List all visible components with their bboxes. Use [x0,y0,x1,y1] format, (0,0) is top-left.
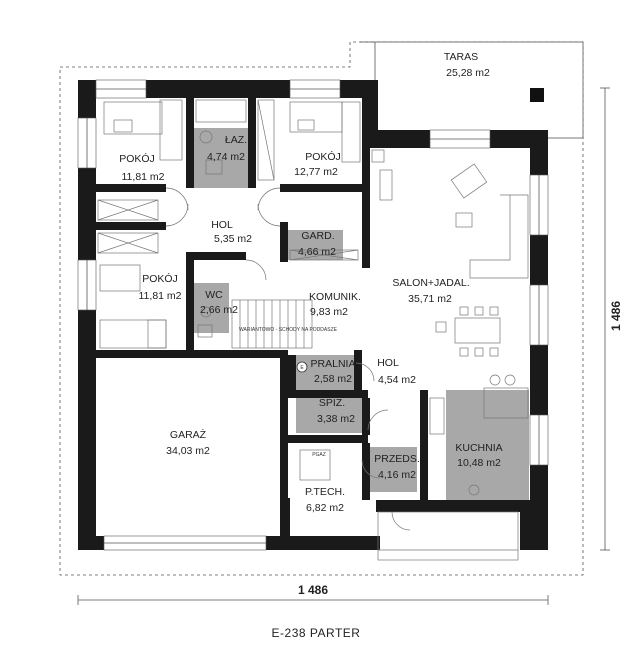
room-labels: TARAS 25,28 m2 POKÓJ 11,81 m2 ŁAZ. 4,74 … [119,51,502,514]
stairs-note: WARIANTOWO - SCHODY NA PODDASZE [239,327,338,333]
room-area-pokoj-3: 11,81 m2 [139,290,182,302]
fixture-e-label: E [300,365,304,371]
room-area-spiz: 3,38 m2 [317,413,355,425]
room-name-przeds: PRZEDS. [374,453,420,465]
dimension-horizontal [77,595,549,605]
room-name-kuchnia: KUCHNIA [455,442,502,454]
room-area-hol-2: 4,54 m2 [378,374,416,386]
room-name-garaz: GARAŻ [170,428,207,441]
room-name-lazienka: ŁAZ. [225,134,247,146]
room-name-ptech: P.TECH. [305,486,345,498]
room-area-pralnia: 2,58 m2 [314,373,352,385]
room-area-pokoj-1: 11,81 m2 [122,171,165,183]
room-name-komunik: KOMUNIK. [309,291,361,303]
room-name-hol-1: HOL [211,219,233,231]
stairs [231,299,313,349]
dimension-horizontal-label: 1 486 [298,583,328,597]
plan-title: E-238 PARTER [272,626,361,640]
room-area-garaz: 34,03 m2 [166,445,210,457]
room-area-wc: 2,66 m2 [200,304,238,316]
room-area-komunik: 9,83 m2 [310,306,348,318]
room-name-salon: SALON+JADAL. [392,277,469,289]
room-name-pokoj-2: POKÓJ [305,150,341,163]
room-area-kuchnia: 10,48 m2 [457,457,501,469]
room-area-przeds: 4,16 m2 [378,469,416,481]
interior-walls [96,98,428,536]
dimension-vertical [600,87,610,551]
furniture [97,99,529,561]
room-area-gard: 4,66 m2 [298,246,336,258]
room-name-pokoj-1: POKÓJ [119,152,155,165]
dimension-vertical-label: 1 486 [609,301,623,331]
windows [77,79,549,551]
room-area-pokoj-2: 12,77 m2 [294,166,338,178]
room-area-salon: 35,71 m2 [408,293,452,305]
room-name-gard: GARD. [301,230,334,242]
room-name-hol-2: HOL [377,357,399,369]
room-area-lazienka: 4,74 m2 [207,151,245,163]
room-area-taras: 25,28 m2 [446,67,490,79]
room-name-pralnia: PRALNIA [311,358,356,370]
room-area-hol-1: 5,35 m2 [214,233,252,245]
room-name-spiz: SPIŻ. [319,396,345,409]
room-name-taras: TARAS [444,51,478,63]
room-name-wc: WC [205,289,223,301]
room-name-pokoj-3: POKÓJ [142,272,178,285]
gas-label: PGAZ [312,452,326,458]
room-area-ptech: 6,82 m2 [306,502,344,514]
